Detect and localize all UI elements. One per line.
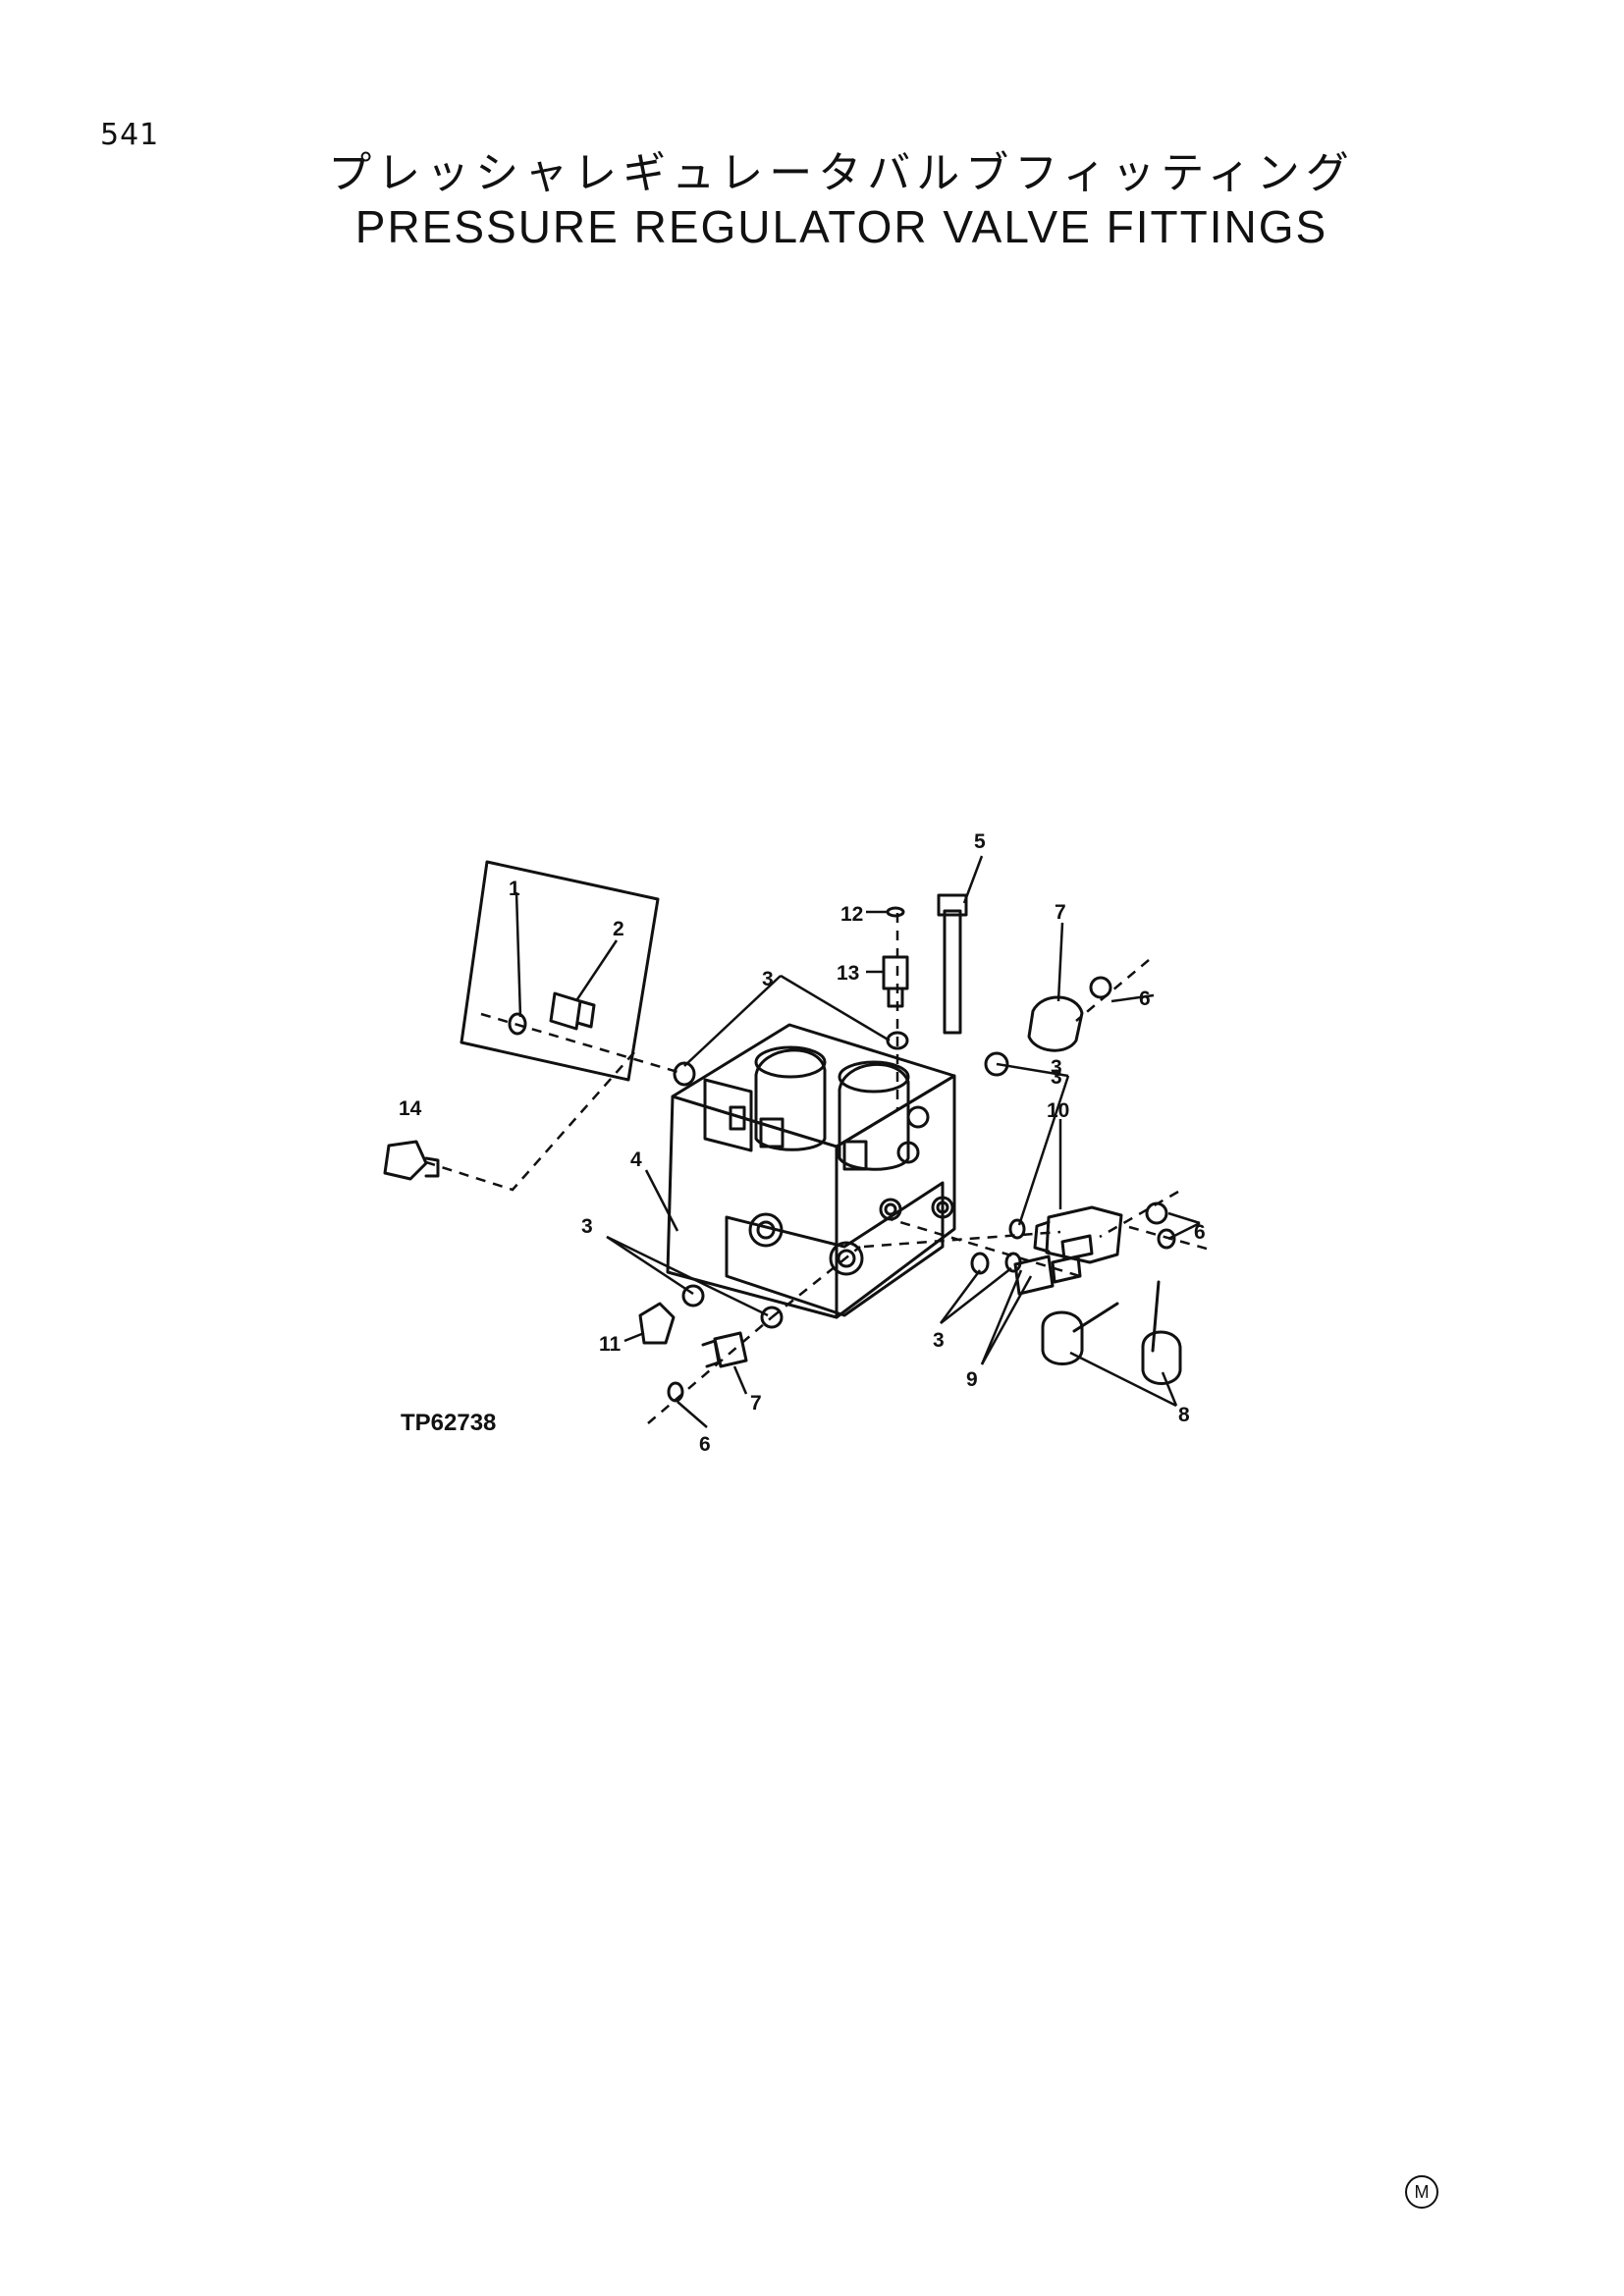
callout-8: 8 <box>1178 1404 1190 1426</box>
callout-6b: 6 <box>1194 1221 1206 1244</box>
callout-7a: 7 <box>1055 901 1066 924</box>
callout-2: 2 <box>613 918 624 940</box>
valve-block-front <box>835 1074 956 1319</box>
page-number: 541 <box>100 118 160 152</box>
callout-5: 5 <box>974 830 986 853</box>
title-english: PRESSURE REGULATOR VALVE FITTINGS <box>354 201 1328 252</box>
valve-block-top <box>671 1023 956 1148</box>
callout-3c: 3 <box>581 1215 593 1238</box>
callout-10: 10 <box>1047 1099 1069 1122</box>
solenoid-coil-left <box>754 1048 827 1151</box>
callout-3b: 3 <box>1051 1066 1062 1089</box>
m-mark: M <box>1405 2175 1438 2209</box>
callout-6a: 6 <box>1139 988 1151 1010</box>
callout-11: 11 <box>599 1333 622 1356</box>
callout-14: 14 <box>399 1097 422 1120</box>
title-japanese: プレッシャレギュレータバルブフィッティング <box>328 148 1355 198</box>
inset-box <box>460 860 660 1082</box>
callout-4: 4 <box>630 1148 642 1171</box>
callout-7b: 7 <box>750 1392 762 1415</box>
callout-1: 1 <box>509 878 520 900</box>
callout-3a: 3 <box>762 968 774 990</box>
callout-3d: 3 <box>933 1329 945 1352</box>
callout-12: 12 <box>840 903 863 926</box>
callout-3e: 3 <box>1051 1056 1062 1079</box>
callout-13: 13 <box>837 962 859 985</box>
valve-block-lower <box>725 1181 945 1317</box>
diagram-reference: TP62738 <box>401 1410 497 1436</box>
callout-6c: 6 <box>699 1433 711 1456</box>
callout-9: 9 <box>966 1368 978 1391</box>
